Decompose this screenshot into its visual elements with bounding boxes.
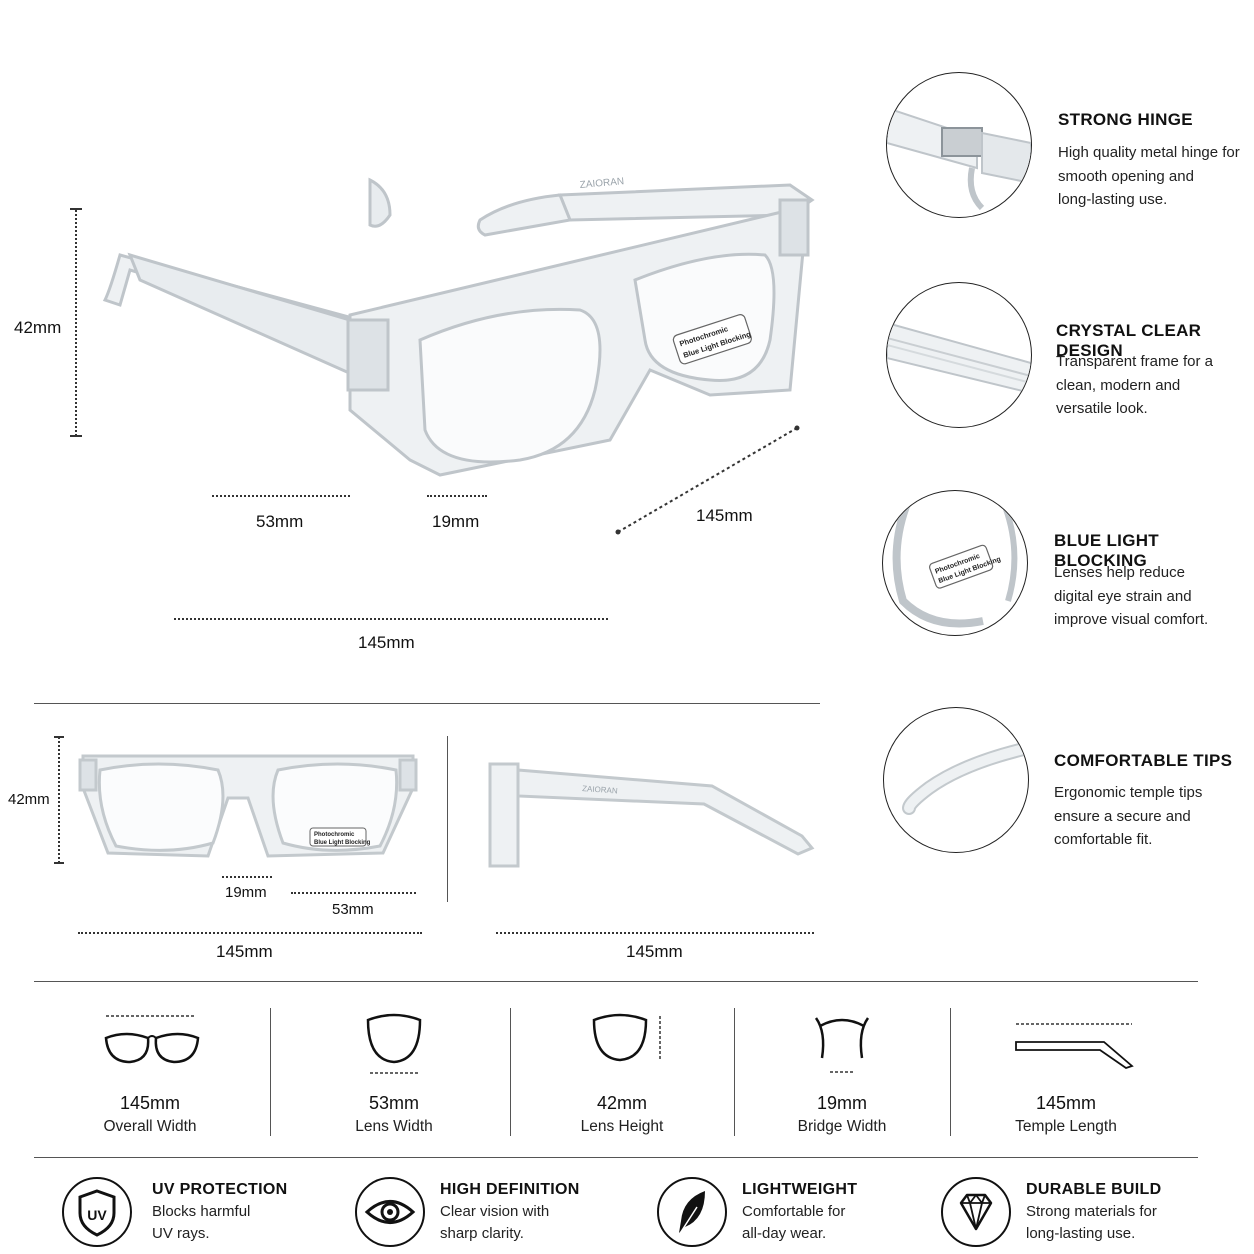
badge-title-uv: UV PROTECTION <box>152 1181 288 1198</box>
blue-light-lens-closeup-image: Photochromic Blue Light Blocking <box>882 490 1028 636</box>
spec-label-overall-width: Overall Width <box>103 1118 197 1135</box>
temple-length-label: 145mm <box>696 506 753 525</box>
spec-divider-2 <box>510 1008 511 1136</box>
height-label: 42mm <box>14 318 62 337</box>
lens-width-label: 53mm <box>256 512 304 531</box>
diamond-icon <box>941 1177 1011 1247</box>
front-lens-label: 53mm <box>332 901 374 918</box>
divider-front-side <box>447 736 448 902</box>
height-tick-top <box>70 208 82 210</box>
spec-value-overall-width: 145mm <box>119 1093 181 1113</box>
side-length-dimension-line <box>496 932 814 934</box>
feather-icon <box>657 1177 727 1247</box>
glasses-perspective-image: ZAIORAN Photochromic Blue Light Blocking <box>102 176 815 477</box>
temple-length-icon <box>1015 1023 1134 1069</box>
overall-width-icon <box>104 1015 200 1064</box>
front-height-tick-bottom <box>54 862 64 864</box>
spec-divider-1 <box>270 1008 271 1136</box>
spec-label-lens-height: Lens Height <box>580 1118 664 1135</box>
glasses-side-image: ZAIORAN <box>488 762 815 868</box>
glasses-front-image: Photochromic Blue Light Blocking <box>78 754 418 858</box>
height-tick-bottom <box>70 435 82 437</box>
front-lens-dimension-line <box>291 892 416 894</box>
brand-on-temple: ZAIORAN <box>579 176 624 191</box>
bridge-width-icon <box>814 1017 870 1073</box>
badge-title-lightweight: LIGHTWEIGHT <box>742 1181 858 1198</box>
spec-divider-4 <box>950 1008 951 1136</box>
badge-title-durable: DURABLE BUILD <box>1026 1181 1162 1198</box>
svg-text:Blue Light Blocking: Blue Light Blocking <box>314 840 371 846</box>
hinge-closeup-image <box>886 72 1032 218</box>
feature-title-blue-light: BLUE LIGHT BLOCKING <box>1054 531 1159 570</box>
feature-title-strong-hinge: STRONG HINGE <box>1058 110 1193 129</box>
divider-specs-top <box>34 981 1198 982</box>
spec-label-temple-length: Temple Length <box>1015 1118 1117 1135</box>
front-bridge-label: 19mm <box>225 884 267 901</box>
lens-width-dimension-line <box>212 495 350 497</box>
spec-label-bridge-width: Bridge Width <box>797 1118 887 1135</box>
uv-shield-icon: UV <box>62 1177 132 1247</box>
front-height-dimension-line <box>58 737 60 863</box>
overall-width-label: 145mm <box>358 633 415 652</box>
spec-label-lens-width: Lens Width <box>355 1118 433 1135</box>
spec-value-bridge-width: 19mm <box>816 1093 867 1113</box>
front-width-label: 145mm <box>216 942 273 961</box>
front-height-tick-top <box>54 736 64 738</box>
spec-value-temple-length: 145mm <box>1035 1093 1097 1113</box>
front-bridge-dimension-line <box>222 876 272 878</box>
svg-text:UV: UV <box>87 1207 107 1223</box>
divider-main <box>34 703 820 704</box>
overall-width-dimension-line <box>174 618 608 620</box>
spec-value-lens-height: 42mm <box>596 1093 647 1113</box>
badge-title-hd: HIGH DEFINITION <box>440 1181 580 1198</box>
bridge-dimension-line <box>427 495 487 497</box>
bridge-label: 19mm <box>432 512 480 531</box>
spec-divider-3 <box>734 1008 735 1136</box>
height-dimension-line <box>75 210 77 436</box>
lens-height-icon <box>592 1013 661 1062</box>
side-length-label: 145mm <box>626 942 683 961</box>
divider-badges-top <box>34 1157 1198 1158</box>
svg-text:Photochromic: Photochromic <box>314 832 355 838</box>
lens-width-icon <box>366 1013 422 1074</box>
eye-icon <box>355 1177 425 1247</box>
temple-tip-closeup-image <box>883 707 1029 853</box>
front-height-label: 42mm <box>8 791 50 808</box>
feature-title-comfortable-tips: COMFORTABLE TIPS <box>1054 751 1233 770</box>
front-width-dimension-line <box>78 932 422 934</box>
temple-dimension-line <box>615 425 800 535</box>
svg-text:ZAIORAN: ZAIORAN <box>582 784 618 795</box>
feature-title-crystal-clear: CRYSTAL CLEAR DESIGN <box>1056 321 1202 360</box>
clear-frame-closeup-image <box>886 282 1032 428</box>
spec-value-lens-width: 53mm <box>368 1093 419 1113</box>
